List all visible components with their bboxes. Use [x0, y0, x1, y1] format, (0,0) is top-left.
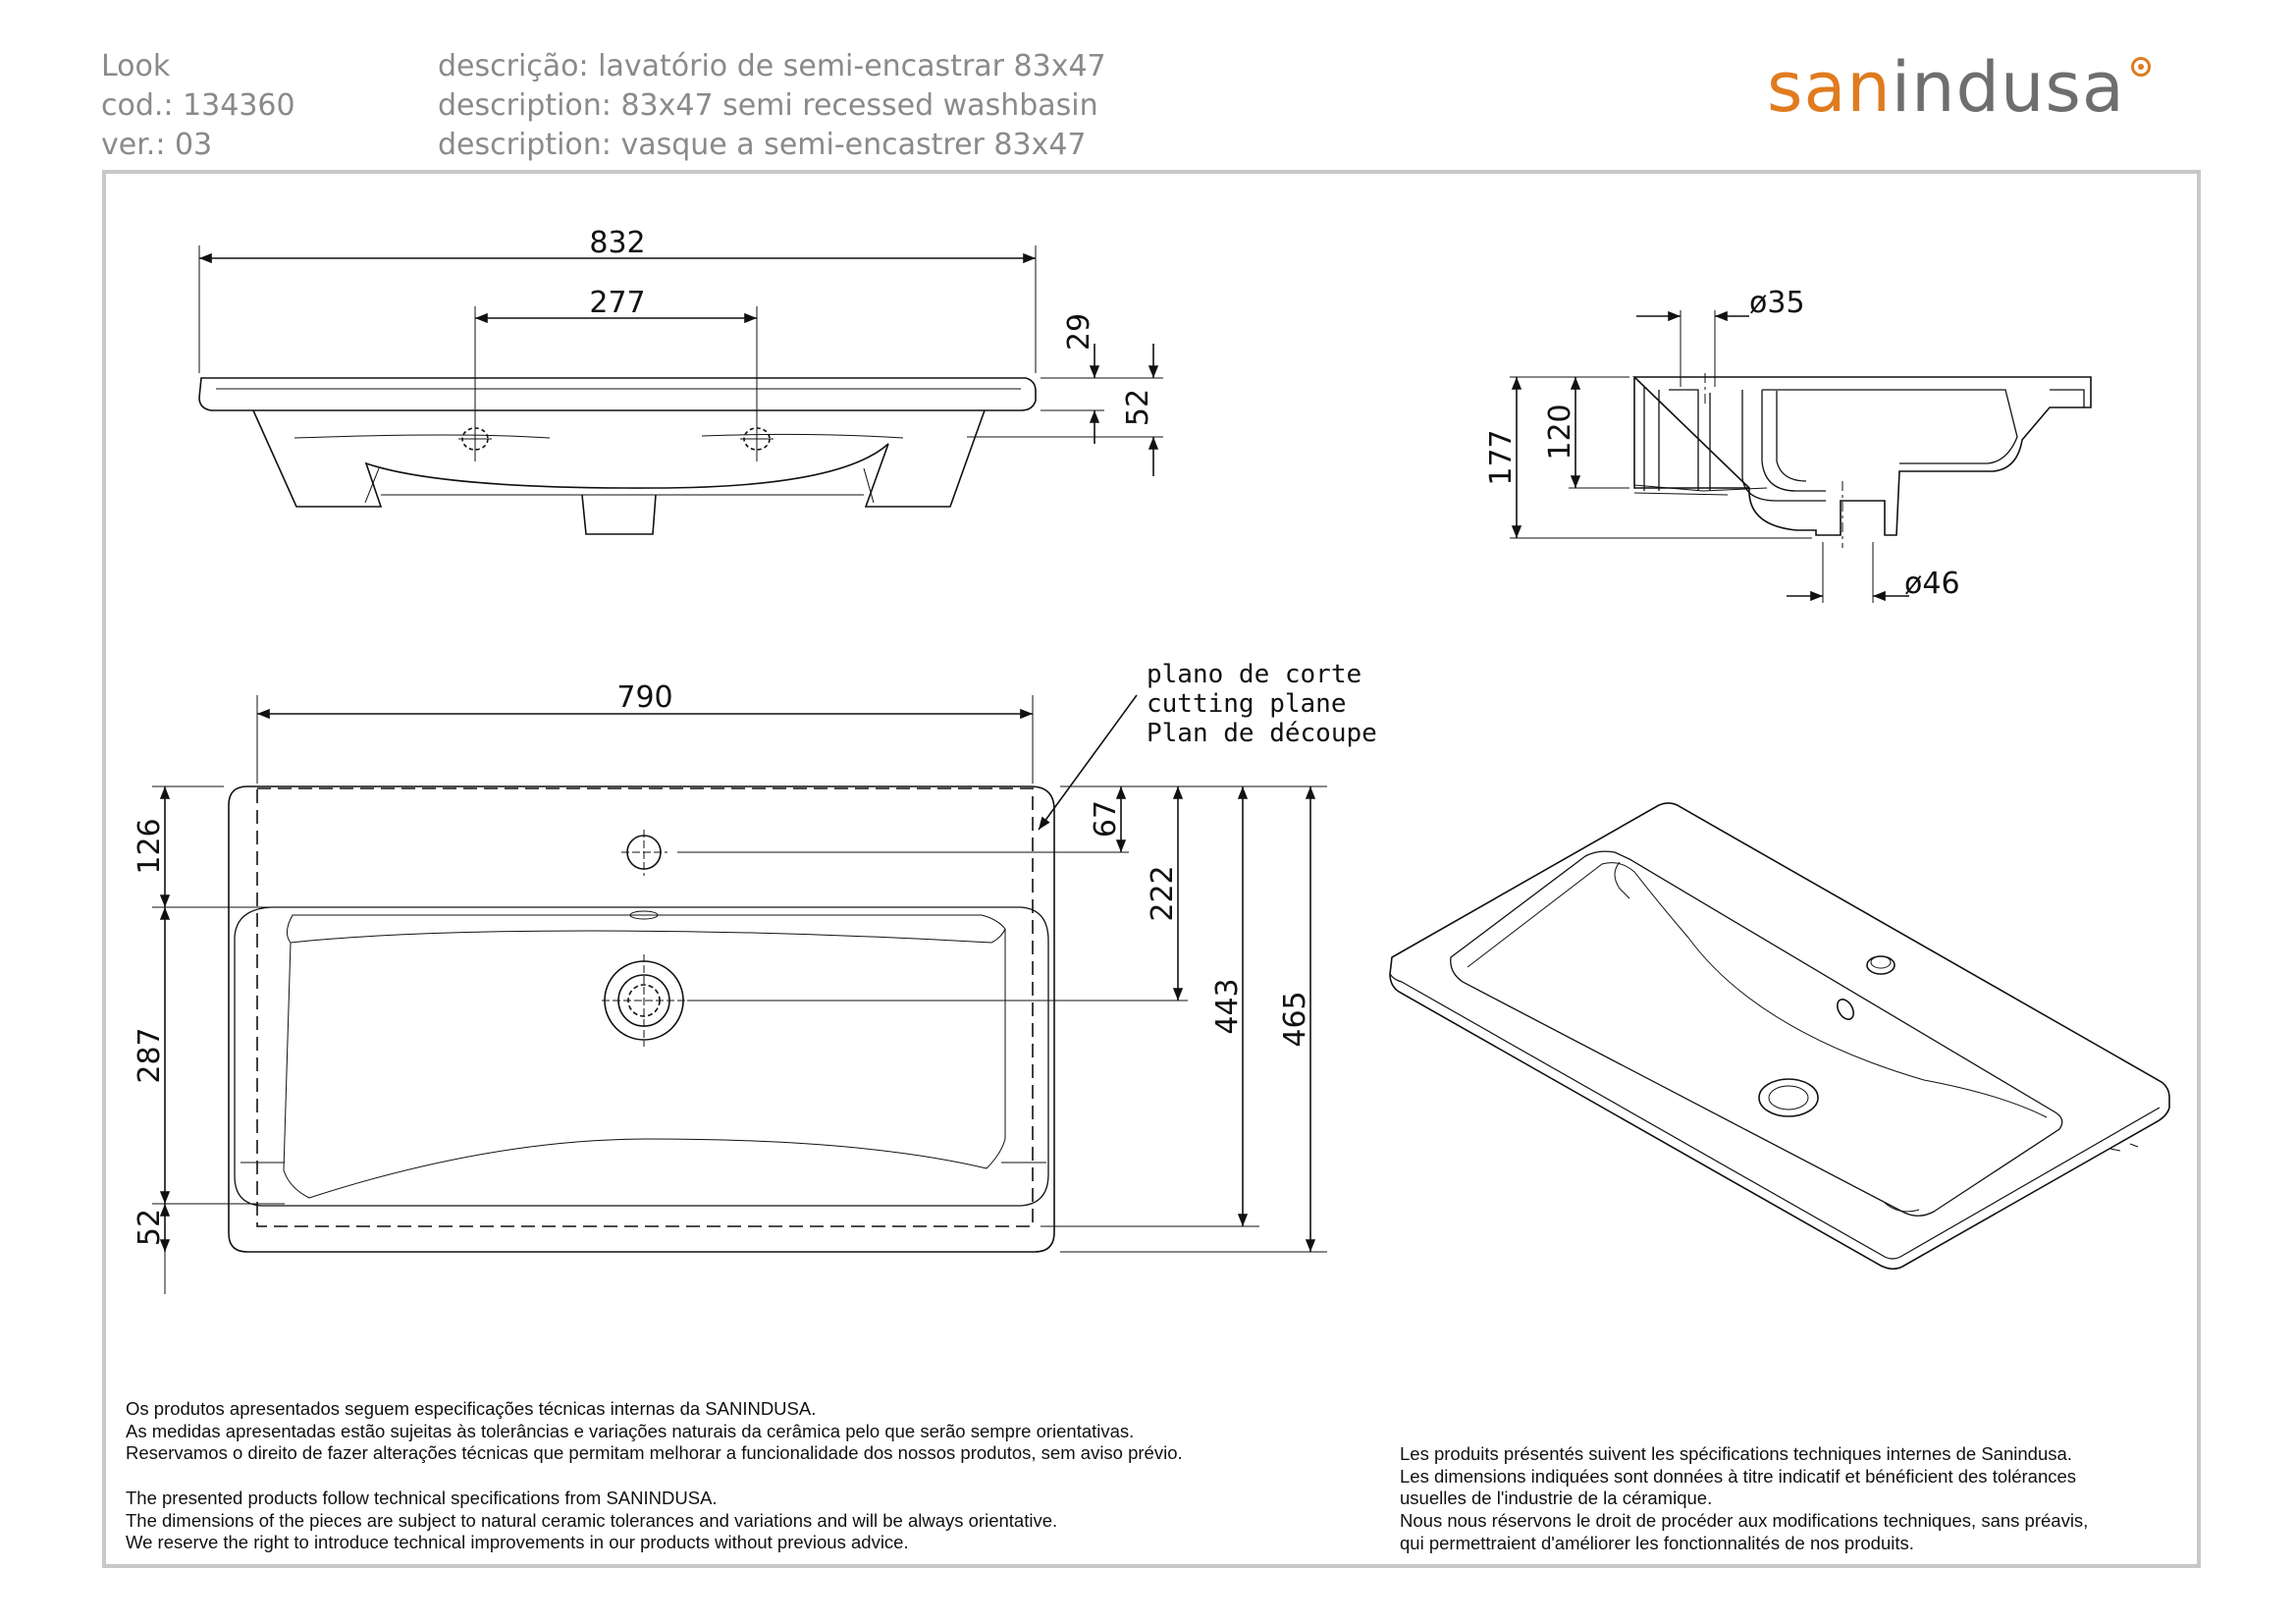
plan-dim-465: 465	[1278, 991, 1312, 1047]
section-view	[1510, 310, 2092, 603]
note-en-2: The dimensions of the pieces are subject…	[126, 1509, 1058, 1531]
sanindusa-logo: sanindusa	[1767, 47, 2151, 128]
plan-outer-outline	[228, 785, 1055, 1253]
front-dim-832: 832	[589, 226, 645, 260]
note-pt-1: Os produtos apresentados seguem especifi…	[126, 1398, 817, 1419]
front-body-outline	[252, 409, 986, 508]
note-pt-2: As medidas apresentadas estão sujeitas à…	[126, 1420, 1135, 1441]
front-rim-outline	[198, 377, 1037, 411]
cutting-plane-label-fr: Plan de découpe	[1147, 719, 1377, 748]
plan-dim-287: 287	[133, 1027, 167, 1083]
logo-part-indusa: indusa	[1891, 47, 2125, 128]
drawing-frame	[102, 170, 2201, 1568]
description-fr: description: vasque a semi-encastrer 83x…	[438, 128, 1087, 162]
iso-waste	[1758, 1078, 1819, 1117]
description-pt: descrição: lavatório de semi-encastrar 8…	[438, 49, 1106, 83]
plan-dim-222: 222	[1146, 865, 1180, 921]
plan-dim-126: 126	[133, 818, 167, 874]
plan-dim-790: 790	[616, 680, 672, 715]
section-outline-inner	[1643, 387, 2085, 502]
front-dim-277: 277	[589, 286, 645, 320]
iso-overflow	[1837, 999, 1854, 1020]
iso-tap-hole	[1866, 955, 1896, 975]
iso-bowl-outline	[1450, 850, 2063, 1217]
section-outline-outer	[1632, 376, 2092, 536]
product-version: ver.: 03	[101, 128, 213, 162]
description-en: description: 83x47 semi recessed washbas…	[438, 88, 1098, 123]
notes-pt-en: Os produtos apresentados seguem especifi…	[126, 1398, 1183, 1554]
iso-outer-outline	[1389, 802, 2170, 1271]
plan-dim-443: 443	[1210, 978, 1245, 1034]
front-dim-52: 52	[1121, 389, 1155, 426]
logo-part-san: san	[1767, 47, 1892, 128]
cutting-plane-label-pt: plano de corte	[1147, 660, 1362, 689]
product-info: Look cod.: 134360 ver.: 03	[101, 47, 295, 165]
note-en-1: The presented products follow technical …	[126, 1487, 718, 1508]
note-fr-1: Les produits présentés suivent les spéci…	[1400, 1443, 2072, 1464]
cutting-plane-label-en: cutting plane	[1147, 689, 1347, 719]
section-dim-tap: ø35	[1749, 286, 1805, 320]
note-fr-5: qui permettraient d'améliorer les foncti…	[1400, 1532, 1914, 1553]
section-dim-waste: ø46	[1904, 567, 1960, 601]
logo-mark-icon	[2130, 57, 2151, 77]
cutting-plane-leader	[1038, 694, 1138, 831]
plan-dim-52: 52	[133, 1209, 167, 1246]
section-dim-120: 120	[1543, 404, 1577, 460]
cutting-plane-rect	[256, 787, 1034, 1227]
front-view	[198, 245, 1163, 535]
plan-bowl-outline	[234, 906, 1049, 1207]
front-waste-outlet	[581, 494, 657, 535]
note-fr-4: Nous nous réservons le droit de procéder…	[1400, 1510, 2089, 1532]
isometric-view	[1389, 802, 2170, 1271]
plan-waste-outlet	[602, 954, 687, 1047]
model-name: Look	[101, 49, 171, 83]
note-en-3: We reserve the right to introduce techni…	[126, 1532, 909, 1553]
product-code: cod.: 134360	[101, 88, 295, 123]
front-dim-29: 29	[1062, 313, 1096, 351]
note-pt-3: Reservamos o direito de fazer alterações…	[126, 1442, 1183, 1464]
plan-view	[152, 694, 1327, 1294]
section-dim-177: 177	[1484, 429, 1519, 485]
plan-tap-hole	[621, 830, 667, 876]
notes-fr: Les produits présentés suivent les spéci…	[1400, 1443, 2088, 1555]
note-fr-2: Les dimensions indiquées sont données à …	[1400, 1465, 2077, 1487]
note-fr-3: usuelles de l'industrie de la céramique.	[1400, 1488, 1713, 1509]
product-descriptions: descrição: lavatório de semi-encastrar 8…	[438, 47, 1106, 165]
plan-dim-67: 67	[1089, 800, 1123, 838]
